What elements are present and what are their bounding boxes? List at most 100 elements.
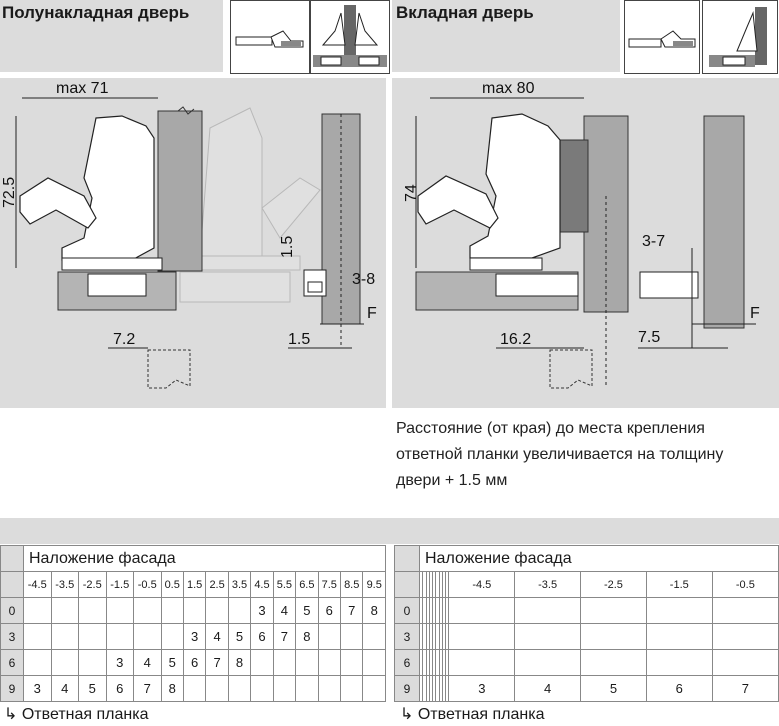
column-label: 6.5 (295, 571, 319, 598)
column-label: -2.5 (580, 571, 647, 598)
column-label: 3.5 (227, 571, 252, 598)
table-cell (362, 649, 386, 676)
table-cell (23, 649, 52, 676)
table-cell (580, 597, 647, 624)
table-cell (445, 675, 450, 702)
column-label: -3.5 (514, 571, 582, 598)
table-cell (50, 623, 79, 650)
table-cell (50, 649, 79, 676)
table-cell (645, 649, 713, 676)
table-cell: 5 (160, 649, 184, 676)
table-cell: 6 (317, 597, 342, 624)
table-cell (105, 623, 134, 650)
table-cell (205, 597, 229, 624)
table-cell (432, 675, 437, 702)
table-cell (182, 675, 207, 702)
column-label: 2.5 (205, 571, 229, 598)
table-cell (317, 623, 342, 650)
row-label: 3 (0, 623, 24, 650)
left-thumb-2 (310, 0, 390, 74)
column-corner (0, 571, 24, 598)
column-label: -4.5 (23, 571, 52, 598)
column-label: -1.5 (105, 571, 134, 598)
table-cell (422, 675, 427, 702)
right-f-label: F (750, 305, 760, 322)
row-label: 0 (0, 597, 24, 624)
left-table-footer: ↳ Ответная планка (4, 704, 148, 724)
table-cell (711, 597, 779, 624)
left-offset-label: 7.2 (113, 331, 135, 348)
note-line-1: Расстояние (от края) до места крепления (396, 420, 705, 437)
table-cell (272, 675, 297, 702)
table-cell: 3 (250, 597, 274, 624)
table-cell (580, 623, 647, 650)
table-cell (448, 623, 516, 650)
left-bottom-label: 1.5 (288, 331, 310, 348)
column-label: 7.5 (317, 571, 342, 598)
table-cell (250, 649, 274, 676)
table-cell (428, 675, 434, 702)
right-offset-label: 16.2 (500, 331, 531, 348)
table-cell: 3 (23, 675, 52, 702)
table-cell: 4 (133, 649, 162, 676)
corner-arrow-icon: ↳ (400, 706, 414, 723)
row-label: 6 (0, 649, 24, 676)
table-cell (295, 649, 319, 676)
right-title: Вкладная дверь (396, 3, 534, 22)
table-cell (317, 675, 342, 702)
table-cell: 6 (105, 675, 134, 702)
note-line-2: ответной планки увеличивается на толщину (396, 446, 724, 463)
column-label: -0.5 (133, 571, 162, 598)
header-corner (0, 545, 24, 572)
table-cell (160, 623, 184, 650)
right-table-footer: ↳ Ответная планка (400, 704, 544, 724)
table-cell (711, 623, 779, 650)
table-cell: 4 (205, 623, 229, 650)
table-cell (133, 597, 162, 624)
table-cell: 6 (182, 649, 207, 676)
table-cell: 5 (227, 623, 252, 650)
table-cell: 4 (272, 597, 297, 624)
table-cell (205, 675, 229, 702)
table-cell (441, 675, 447, 702)
table-cell (295, 675, 319, 702)
table-cell (448, 649, 516, 676)
corner-arrow-icon: ↳ (4, 706, 18, 723)
right-thumb-2 (702, 0, 778, 74)
table-cell (78, 649, 107, 676)
table-cell (23, 597, 52, 624)
column-label: 8.5 (339, 571, 364, 598)
column-corner (394, 571, 420, 598)
table-cell (250, 675, 274, 702)
right-bottom-label: 7.5 (638, 329, 660, 346)
table-cell (580, 649, 647, 676)
table-cell (182, 597, 207, 624)
table-cell (227, 675, 252, 702)
table-cell: 7 (205, 649, 229, 676)
table-cell (105, 597, 134, 624)
right-diagram: max 80 74 3-7 F 7.5 16.2 (403, 80, 760, 389)
left-footer-label: Ответная планка (21, 706, 149, 723)
table-cell: 5 (295, 597, 319, 624)
table-cell: 8 (160, 675, 184, 702)
table-cell (362, 623, 386, 650)
table-cell (418, 675, 424, 702)
table-cell: 3 (182, 623, 207, 650)
column-label: 1.5 (182, 571, 207, 598)
table-header: Наложение фасада (23, 545, 386, 572)
column-label: 4.5 (250, 571, 274, 598)
table-cell (514, 649, 582, 676)
right-max-label: max 80 (482, 80, 535, 97)
table-cell (645, 623, 713, 650)
table-cell: 8 (362, 597, 386, 624)
table-row: 3 (394, 623, 779, 650)
table-cell (23, 623, 52, 650)
table-cell (50, 597, 79, 624)
table-cell: 6 (645, 675, 713, 702)
